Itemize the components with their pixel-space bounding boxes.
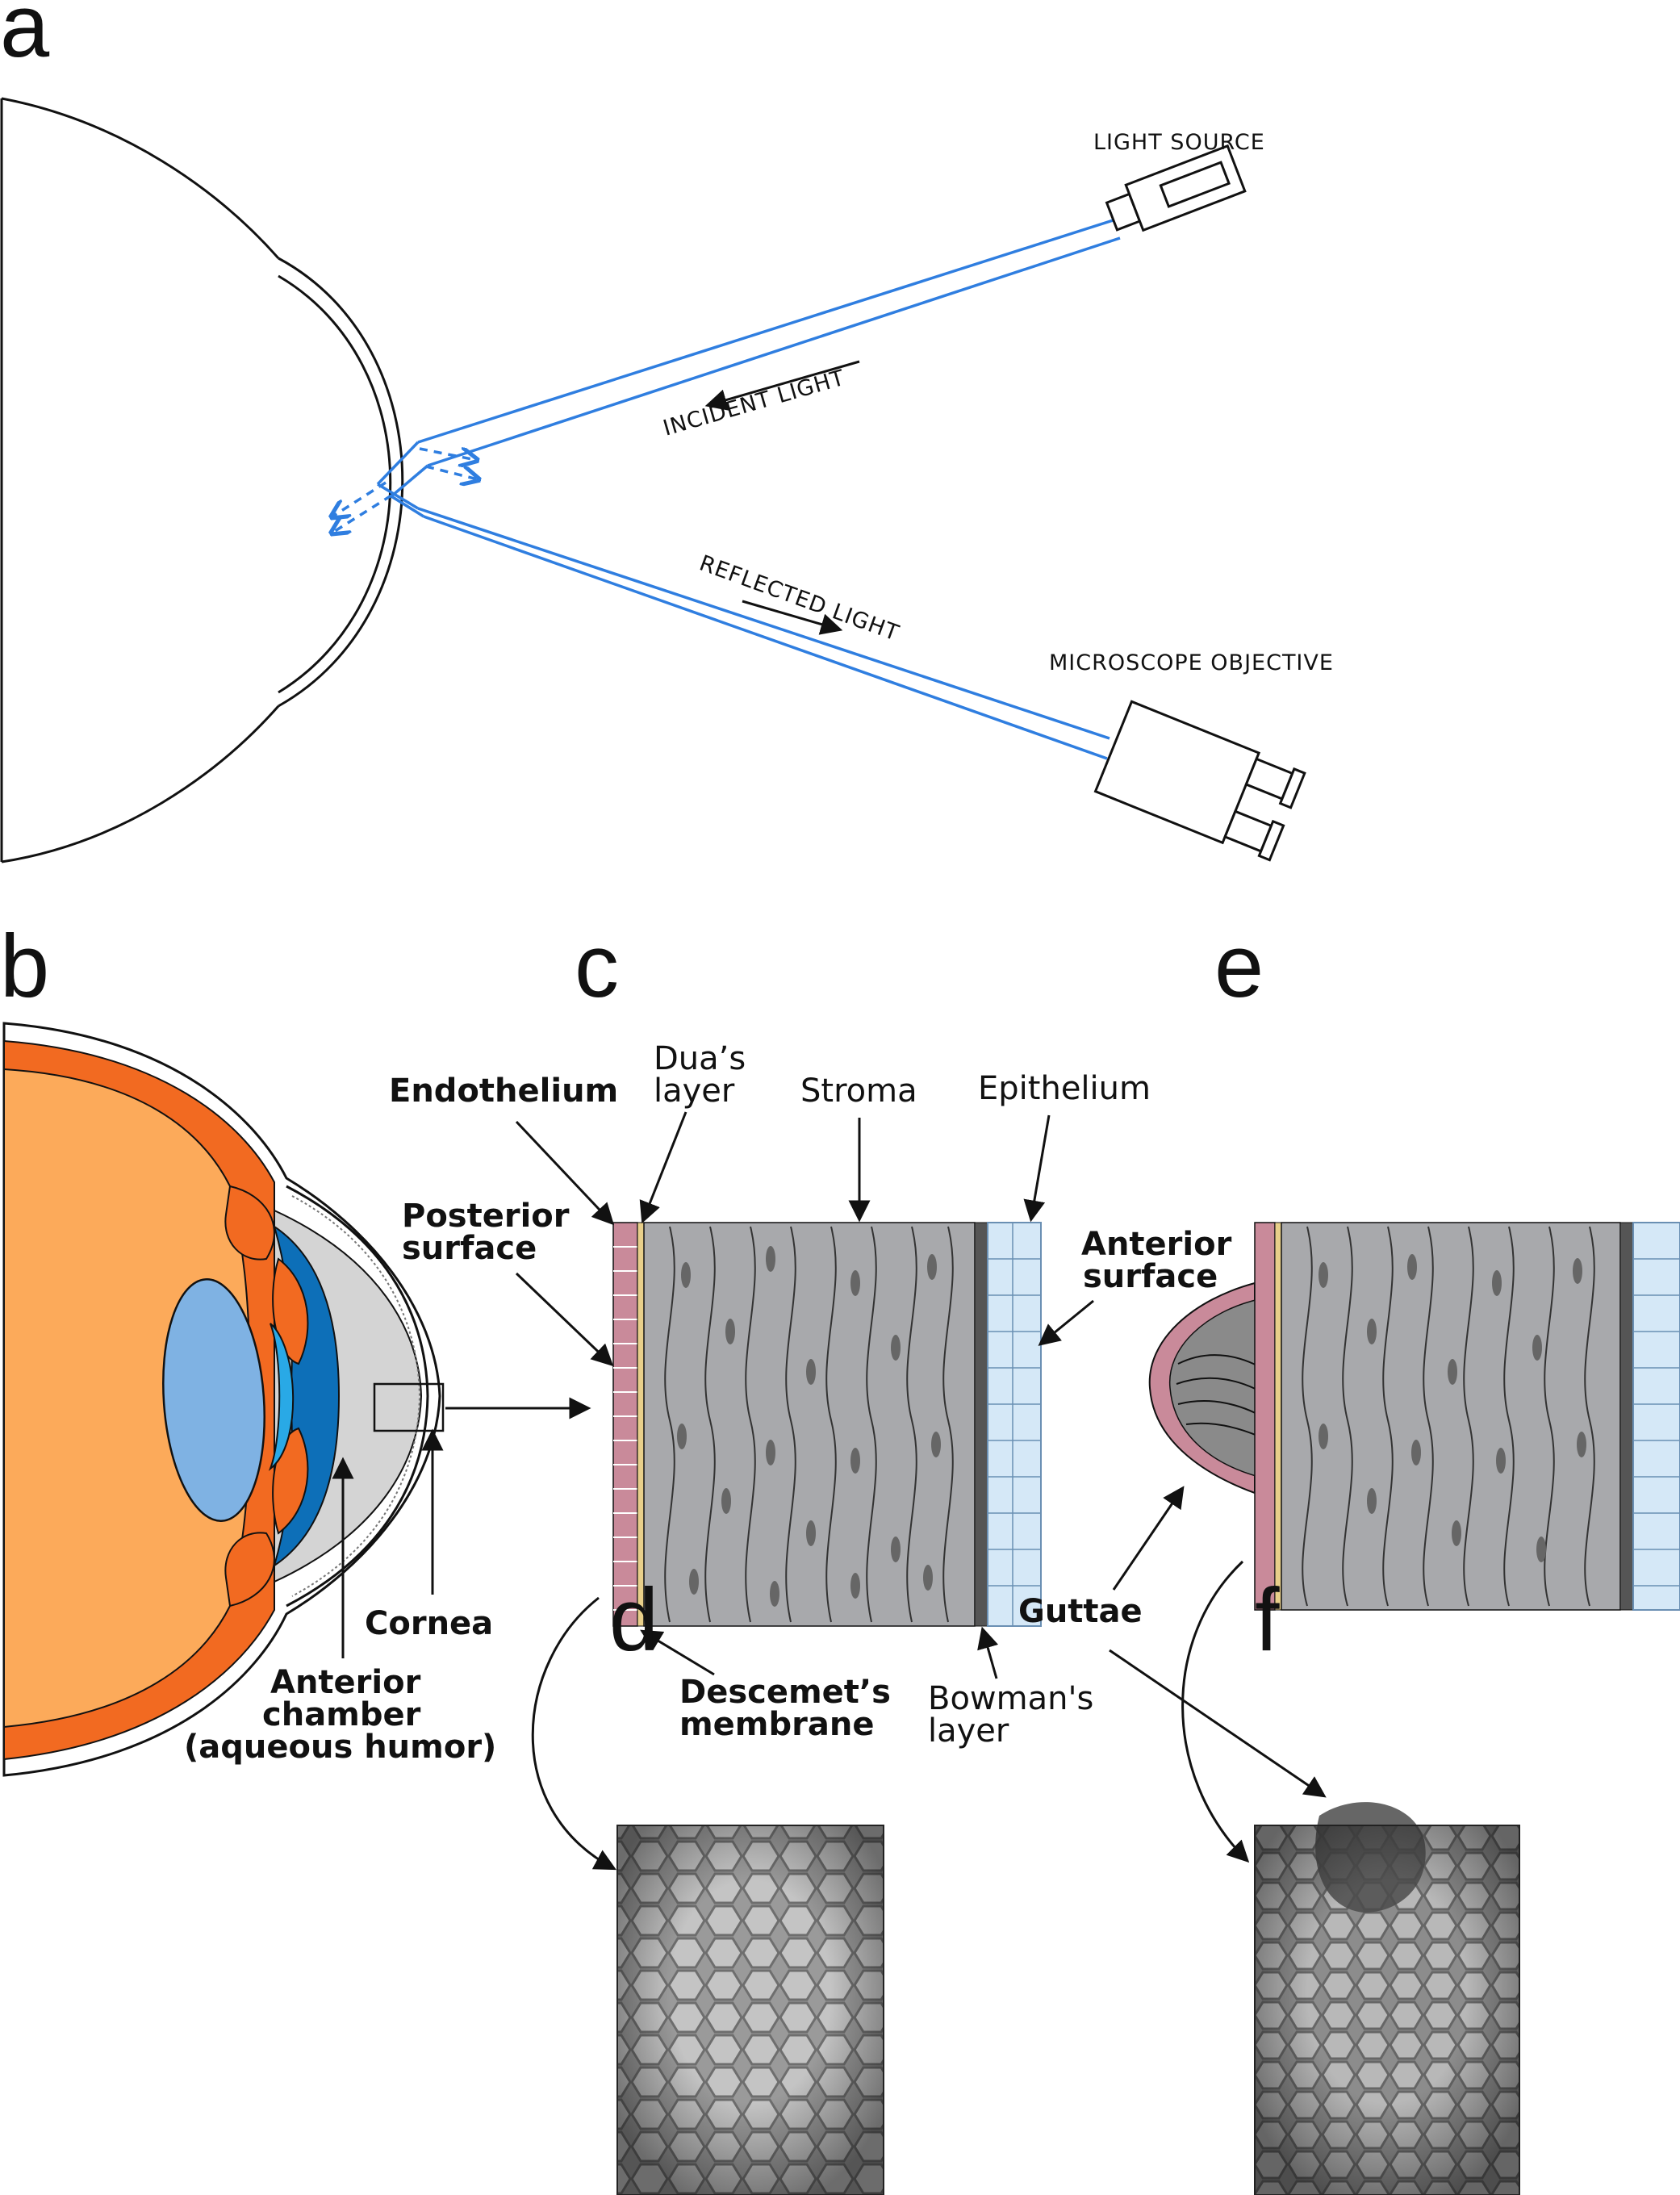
panel-letter-f: f	[1255, 1570, 1280, 1670]
light-source-device	[1105, 144, 1247, 232]
label-posterior-1: Posterior	[402, 1198, 570, 1235]
label-cornea: Cornea	[365, 1605, 493, 1642]
cornea-outer-a	[278, 257, 404, 708]
label-bowman-2: layer	[928, 1712, 1009, 1750]
eye-profile-a	[0, 97, 404, 863]
stroma-layer	[643, 1222, 976, 1627]
label-microscope-objective: MICROSCOPE OBJECTIVE	[1049, 650, 1334, 675]
microscope-objective-device	[1093, 700, 1306, 862]
lens	[162, 1278, 265, 1522]
label-duas-2: layer	[654, 1072, 735, 1110]
descemet-layer	[637, 1222, 645, 1627]
light-paths	[332, 215, 1126, 760]
label-bowman-1: Bowman's	[928, 1680, 1093, 1717]
panel-letter-e: e	[1214, 917, 1264, 1016]
endothelium-layer	[612, 1222, 638, 1627]
panel-letter-b: b	[0, 917, 49, 1016]
panel-letter-d: d	[609, 1570, 658, 1670]
label-posterior-2: surface	[402, 1230, 537, 1267]
cornea-cross-section-e	[1148, 1222, 1680, 1611]
eye-cross-section	[2, 1022, 445, 1777]
epithelium-layer	[987, 1222, 1042, 1627]
label-reflected-light: REFLECTED LIGHT	[696, 550, 903, 646]
label-guttae: Guttae	[1018, 1593, 1143, 1630]
label-incident-light: INCIDENT LIGHT	[660, 366, 847, 441]
bowman-layer	[974, 1222, 988, 1627]
cornea-cross-section-c	[612, 1222, 1042, 1627]
label-stroma: Stroma	[800, 1072, 917, 1110]
cornea-zoom-box	[373, 1382, 445, 1432]
label-anterior-chamber-1: Anterior	[270, 1664, 421, 1701]
label-descemet-1: Descemet’s	[679, 1674, 891, 1711]
label-anterior-e-2: surface	[1083, 1258, 1218, 1295]
micrograph-f	[1254, 1802, 1520, 2195]
cornea-inner-a	[278, 274, 392, 694]
label-descemet-2: membrane	[679, 1706, 874, 1743]
label-duas-1: Dua’s	[654, 1040, 746, 1077]
panel-letter-a: a	[0, 0, 50, 76]
label-anterior-e-1: Anterior	[1081, 1226, 1232, 1263]
label-anterior-chamber-3: (aqueous humor)	[184, 1729, 496, 1766]
label-endothelium: Endothelium	[389, 1072, 618, 1110]
panel-letter-c: c	[575, 917, 619, 1016]
label-light-source: LIGHT SOURCE	[1093, 130, 1265, 155]
micrograph-d	[616, 1825, 884, 2195]
label-epithelium: Epithelium	[978, 1070, 1151, 1107]
label-anterior-chamber-2: chamber	[262, 1696, 421, 1733]
